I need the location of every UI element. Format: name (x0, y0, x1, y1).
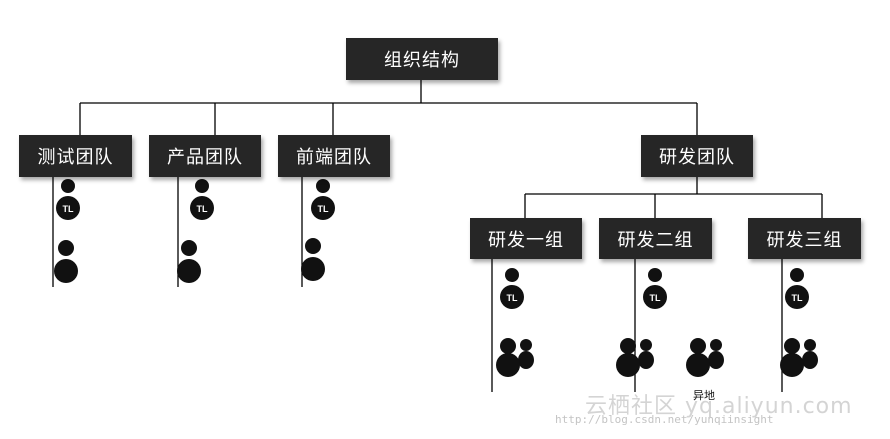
team-leader-icon: TL (311, 179, 335, 220)
person-icon (177, 240, 201, 283)
group-node-rd1: 研发一组 (470, 218, 582, 259)
leader-badge: TL (792, 293, 803, 303)
group-node-rd3: 研发三组 (748, 218, 861, 259)
leader-badge: TL (650, 293, 661, 303)
person-icon (54, 240, 78, 283)
people-group-icon (496, 338, 534, 377)
team-node-frontend: 前端团队 (278, 135, 390, 177)
leader-badge: TL (63, 204, 74, 214)
team-leader-icon: TL (190, 179, 214, 220)
remote-label: 异地 (693, 389, 715, 402)
person-icon (301, 238, 325, 281)
team-leader-icon: TL (500, 268, 524, 309)
group-node-rd2: 研发二组 (599, 218, 712, 259)
team-leader-icon: TL (56, 179, 80, 220)
team-leader-icon: TL (785, 268, 809, 309)
watermark-url: http://blog.csdn.net/yunqiinsight (555, 413, 774, 426)
root-node: 组织结构 (346, 38, 498, 80)
people-group-icon (780, 338, 818, 377)
leader-badge: TL (318, 204, 329, 214)
watermark-site: 云栖社区 yq.aliyun.com (585, 394, 853, 419)
people-group-icon (616, 338, 654, 377)
team-node-rd: 研发团队 (641, 135, 753, 177)
team-node-product: 产品团队 (149, 135, 261, 177)
team-node-test: 测试团队 (19, 135, 132, 177)
leader-badge: TL (507, 293, 518, 303)
team-leader-icon: TL (643, 268, 667, 309)
leader-badge: TL (197, 204, 208, 214)
people-group-icon (686, 338, 724, 377)
